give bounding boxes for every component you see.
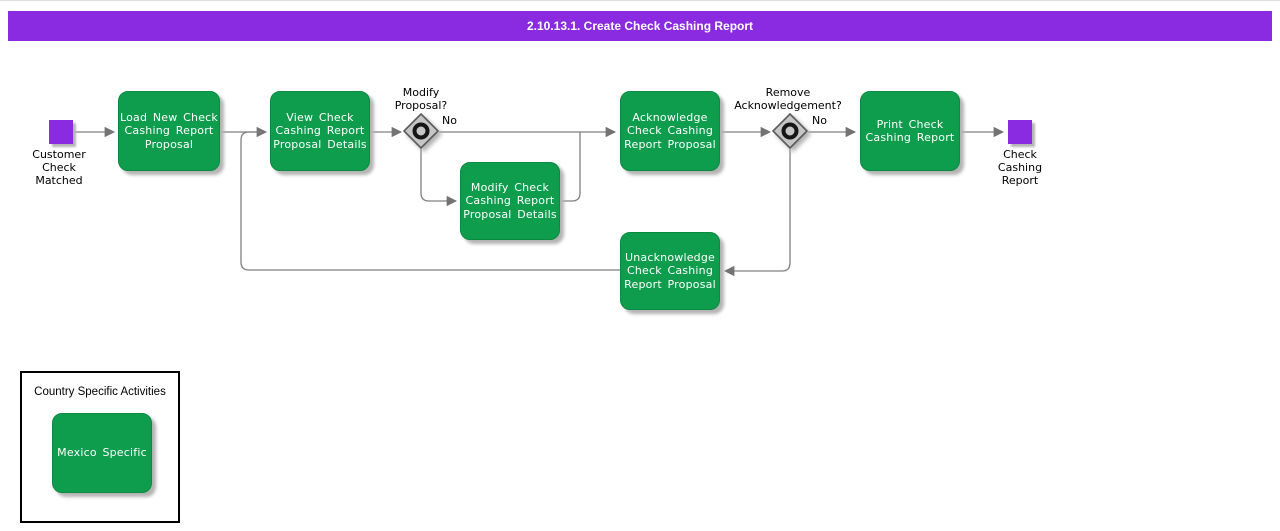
legend-item-mexico-specific[interactable]: Mexico Specific: [52, 413, 152, 493]
connector-unack-return-loop: [240, 131, 620, 271]
task-load-new-check-cashing-report-proposal[interactable]: Load New Check Cashing Report Proposal: [118, 91, 220, 171]
connector-remove-gateway-to-unack: [723, 149, 791, 277]
inclusive-gateway-circle-icon: [781, 122, 799, 140]
task-acknowledge-check-cashing-report-proposal[interactable]: Acknowledge Check Cashing Report Proposa…: [620, 91, 720, 171]
modify-proposal-gateway: [402, 112, 440, 150]
task-view-check-cashing-report-proposal-details[interactable]: View Check Cashing Report Proposal Detai…: [270, 91, 370, 171]
end-event-square: [1008, 120, 1032, 144]
legend-box: Country Specific Activities Mexico Speci…: [20, 371, 180, 523]
inclusive-gateway-circle-icon: [412, 122, 430, 140]
gateway-diamond-icon: [402, 112, 440, 150]
remove-gateway-no-label: No: [812, 114, 827, 127]
connector-modify-task-to-no-line: [560, 132, 581, 202]
task-unacknowledge-check-cashing-report-proposal[interactable]: Unacknowledge Check Cashing Report Propo…: [620, 232, 720, 310]
legend-title: Country Specific Activities: [34, 386, 166, 398]
end-event-label: Check Cashing Report: [997, 148, 1043, 187]
remove-acknowledgement-question-label: Remove Acknowledgement?: [734, 86, 842, 112]
connector-modify-gateway-to-modify-task: [420, 149, 458, 207]
start-event-square: [49, 120, 73, 144]
modify-proposal-question-label: Modify Proposal?: [394, 86, 448, 112]
modify-gateway-no-label: No: [442, 114, 457, 127]
gateway-diamond-icon: [771, 112, 809, 150]
task-print-check-cashing-report[interactable]: Print Check Cashing Report: [860, 91, 960, 171]
start-event-label: Customer Check Matched: [32, 148, 86, 187]
remove-acknowledgement-gateway: [771, 112, 809, 150]
task-modify-check-cashing-report-proposal-details[interactable]: Modify Check Cashing Report Proposal Det…: [460, 162, 560, 240]
title-bar: 2.10.13.1. Create Check Cashing Report: [8, 11, 1272, 41]
